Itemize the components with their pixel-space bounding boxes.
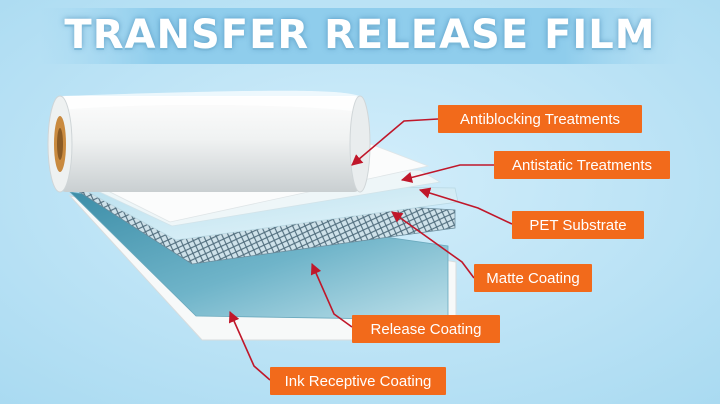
callout-release-coating: Release Coating bbox=[352, 315, 500, 343]
arrow-matte-coating bbox=[391, 211, 475, 279]
callout-pet-substrate: PET Substrate bbox=[512, 211, 644, 239]
title-banner: TRANSFER RELEASE FILM bbox=[0, 4, 720, 66]
arrow-antiblocking bbox=[351, 118, 439, 166]
arrow-pet-substrate bbox=[418, 187, 513, 225]
arrow-release-coating bbox=[310, 262, 353, 328]
arrow-ink-receptive bbox=[228, 310, 271, 381]
film-roll bbox=[47, 90, 371, 193]
page-title: TRANSFER RELEASE FILM bbox=[64, 12, 656, 58]
callout-antiblocking: Antiblocking Treatments bbox=[438, 105, 642, 133]
callout-arrows bbox=[228, 118, 513, 381]
callout-antistatic: Antistatic Treatments bbox=[494, 151, 670, 179]
arrow-antistatic bbox=[400, 164, 494, 183]
callout-matte-coating: Matte Coating bbox=[474, 264, 592, 292]
callout-ink-receptive: Ink Receptive Coating bbox=[270, 367, 446, 395]
title-banner-band bbox=[40, 8, 680, 64]
